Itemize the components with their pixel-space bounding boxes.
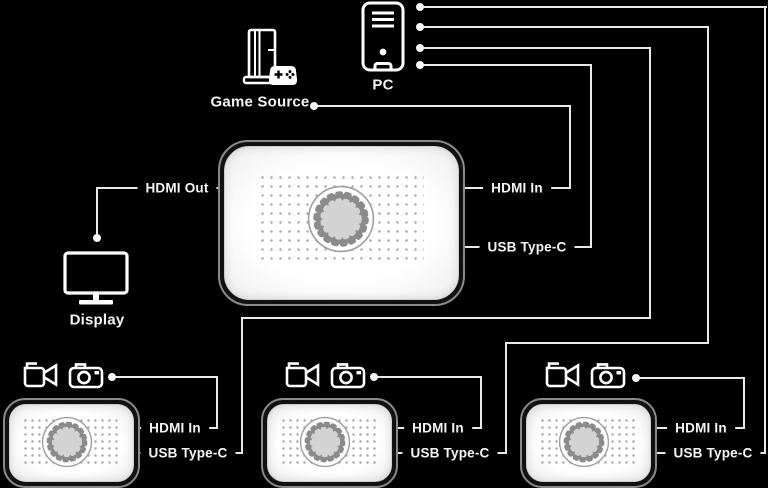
link-sources-to-camera3-hdmi xyxy=(639,377,745,379)
gamepad-icon xyxy=(268,66,298,85)
connector-endpoint-dot xyxy=(416,61,424,69)
hub-hdmi-in-label: HDMI In xyxy=(483,180,551,196)
link-gamesource-to-hub-hdmi xyxy=(569,105,571,189)
video-camera-icon xyxy=(285,362,320,388)
link-sources-to-camera2-hdmi xyxy=(377,376,482,378)
capture-device-1 xyxy=(3,398,140,488)
link-pc-to-camera3-usb xyxy=(421,6,767,8)
link-sources-to-camera3-hdmi xyxy=(743,377,745,429)
camera2-usb-type-c-label: USB Type-C xyxy=(402,445,498,461)
camera-sources-3 xyxy=(544,361,628,389)
connector-endpoint-dot xyxy=(370,373,378,381)
photo-camera-icon xyxy=(330,362,366,388)
pc-label: PC xyxy=(372,76,394,94)
link-pc-to-camera2-usb xyxy=(421,26,709,28)
camera3-hdmi-in-label: HDMI In xyxy=(667,420,735,436)
capture-device-3 xyxy=(520,398,657,488)
connector-endpoint-dot xyxy=(416,44,424,52)
dial-knob xyxy=(558,416,610,468)
link-pc-to-camera1-usb xyxy=(241,317,243,454)
link-pc-to-hub-usb xyxy=(421,64,592,66)
link-sources-to-camera2-hdmi xyxy=(480,376,482,429)
hub-hdmi-out-label: HDMI Out xyxy=(137,180,217,196)
link-pc-to-camera2-usb xyxy=(505,342,709,344)
hub-usb-type-c-label: USB Type-C xyxy=(479,239,575,255)
pc-tower-icon xyxy=(361,1,405,72)
connector-endpoint-dot xyxy=(416,3,424,11)
display-label: Display xyxy=(69,311,125,329)
game-console-icon xyxy=(242,28,298,85)
connector-endpoint-dot xyxy=(108,373,116,381)
connector-endpoint-dot xyxy=(310,102,318,110)
link-pc-to-hub-usb xyxy=(590,64,592,248)
camera1-usb-type-c-label: USB Type-C xyxy=(140,445,236,461)
connector-endpoint-dot xyxy=(416,23,424,31)
video-camera-icon xyxy=(23,362,58,388)
link-pc-to-camera3-usb xyxy=(764,6,766,454)
capture-hub-device xyxy=(218,140,465,306)
camera3-usb-type-c-label: USB Type-C xyxy=(665,445,761,461)
dial-knob xyxy=(307,185,375,253)
dial-knob xyxy=(299,416,351,468)
link-pc-to-camera2-usb xyxy=(505,342,507,454)
connector-endpoint-dot xyxy=(93,234,101,242)
camera2-hdmi-in-label: HDMI In xyxy=(404,420,472,436)
link-sources-to-camera1-hdmi xyxy=(216,376,218,429)
link-pc-to-camera1-usb xyxy=(421,47,651,49)
link-pc-to-camera2-usb xyxy=(707,26,709,344)
monitor-icon xyxy=(63,251,129,305)
capture-device-2 xyxy=(261,398,398,488)
connector-endpoint-dot xyxy=(632,374,640,382)
dial-knob xyxy=(41,416,93,468)
link-pc-to-camera1-usb xyxy=(241,317,651,319)
link-pc-to-camera1-usb xyxy=(649,47,651,319)
camera-sources-2 xyxy=(284,361,368,389)
photo-camera-icon xyxy=(590,362,626,388)
camera1-hdmi-in-label: HDMI In xyxy=(141,420,209,436)
link-hub-hdmiout-to-display xyxy=(96,187,98,235)
link-gamesource-to-hub-hdmi xyxy=(314,105,571,107)
video-camera-icon xyxy=(545,362,580,388)
game-source-label: Game Source xyxy=(210,93,310,111)
camera-sources-1 xyxy=(22,361,106,389)
photo-camera-icon xyxy=(68,362,104,388)
link-sources-to-camera1-hdmi xyxy=(115,376,218,378)
